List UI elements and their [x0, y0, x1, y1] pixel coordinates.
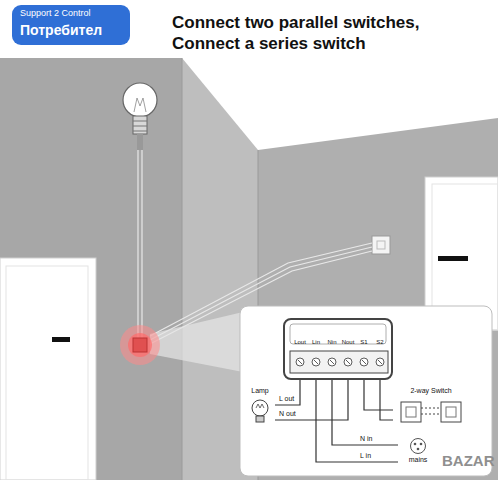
traveller-wire	[421, 414, 441, 415]
wire-connector	[316, 380, 398, 462]
pin-name: S2	[372, 339, 388, 346]
wire-connector	[380, 380, 393, 420]
lamp-symbol	[249, 398, 271, 424]
wire-label: L in	[359, 452, 372, 460]
plug-outline	[411, 439, 426, 454]
wire-connector	[332, 380, 398, 445]
pin-name: S1	[356, 339, 372, 346]
wire-connector	[364, 380, 393, 410]
switch-plate	[441, 402, 461, 422]
wire-label: L out	[278, 395, 295, 403]
pin-name: Nin	[324, 339, 340, 346]
two-way-switch-symbol	[399, 398, 463, 424]
bulb-base	[256, 416, 264, 422]
traveller-wire	[421, 408, 441, 409]
plug-pin	[417, 448, 420, 451]
switch-rocker	[406, 407, 416, 417]
switch-plate	[401, 402, 421, 422]
wire-connector	[275, 380, 348, 420]
watermark-text: Потребител	[20, 22, 102, 38]
badge-text: Support 2 Control	[20, 8, 91, 18]
wire-connector	[275, 380, 300, 405]
plug-symbol	[409, 437, 427, 455]
switch-label: 2-way Switch	[410, 386, 451, 395]
mains-node: mains	[398, 437, 438, 471]
switch-node: 2-way Switch	[393, 386, 469, 430]
bulb-glass	[252, 400, 268, 416]
lamp-label: Lamp	[251, 386, 269, 395]
switch-rocker	[446, 407, 456, 417]
mains-label: mains	[409, 455, 428, 464]
pin-name: Lin	[308, 339, 324, 346]
page-title: Connect two parallel switches, Connect a…	[172, 12, 457, 54]
wire-label: N in	[359, 435, 373, 443]
watermark-logo: BAZAR	[442, 452, 495, 469]
pin-name: Lout	[292, 339, 308, 346]
plug-pin	[420, 443, 423, 446]
bulb-filament	[256, 404, 264, 408]
switch-module: LoutLinNinNoutS1S2	[283, 318, 393, 380]
wire-label: N out	[278, 410, 297, 418]
plug-pin	[414, 443, 417, 446]
pin-name: Nout	[340, 339, 356, 346]
lamp-node: Lamp	[245, 386, 275, 430]
